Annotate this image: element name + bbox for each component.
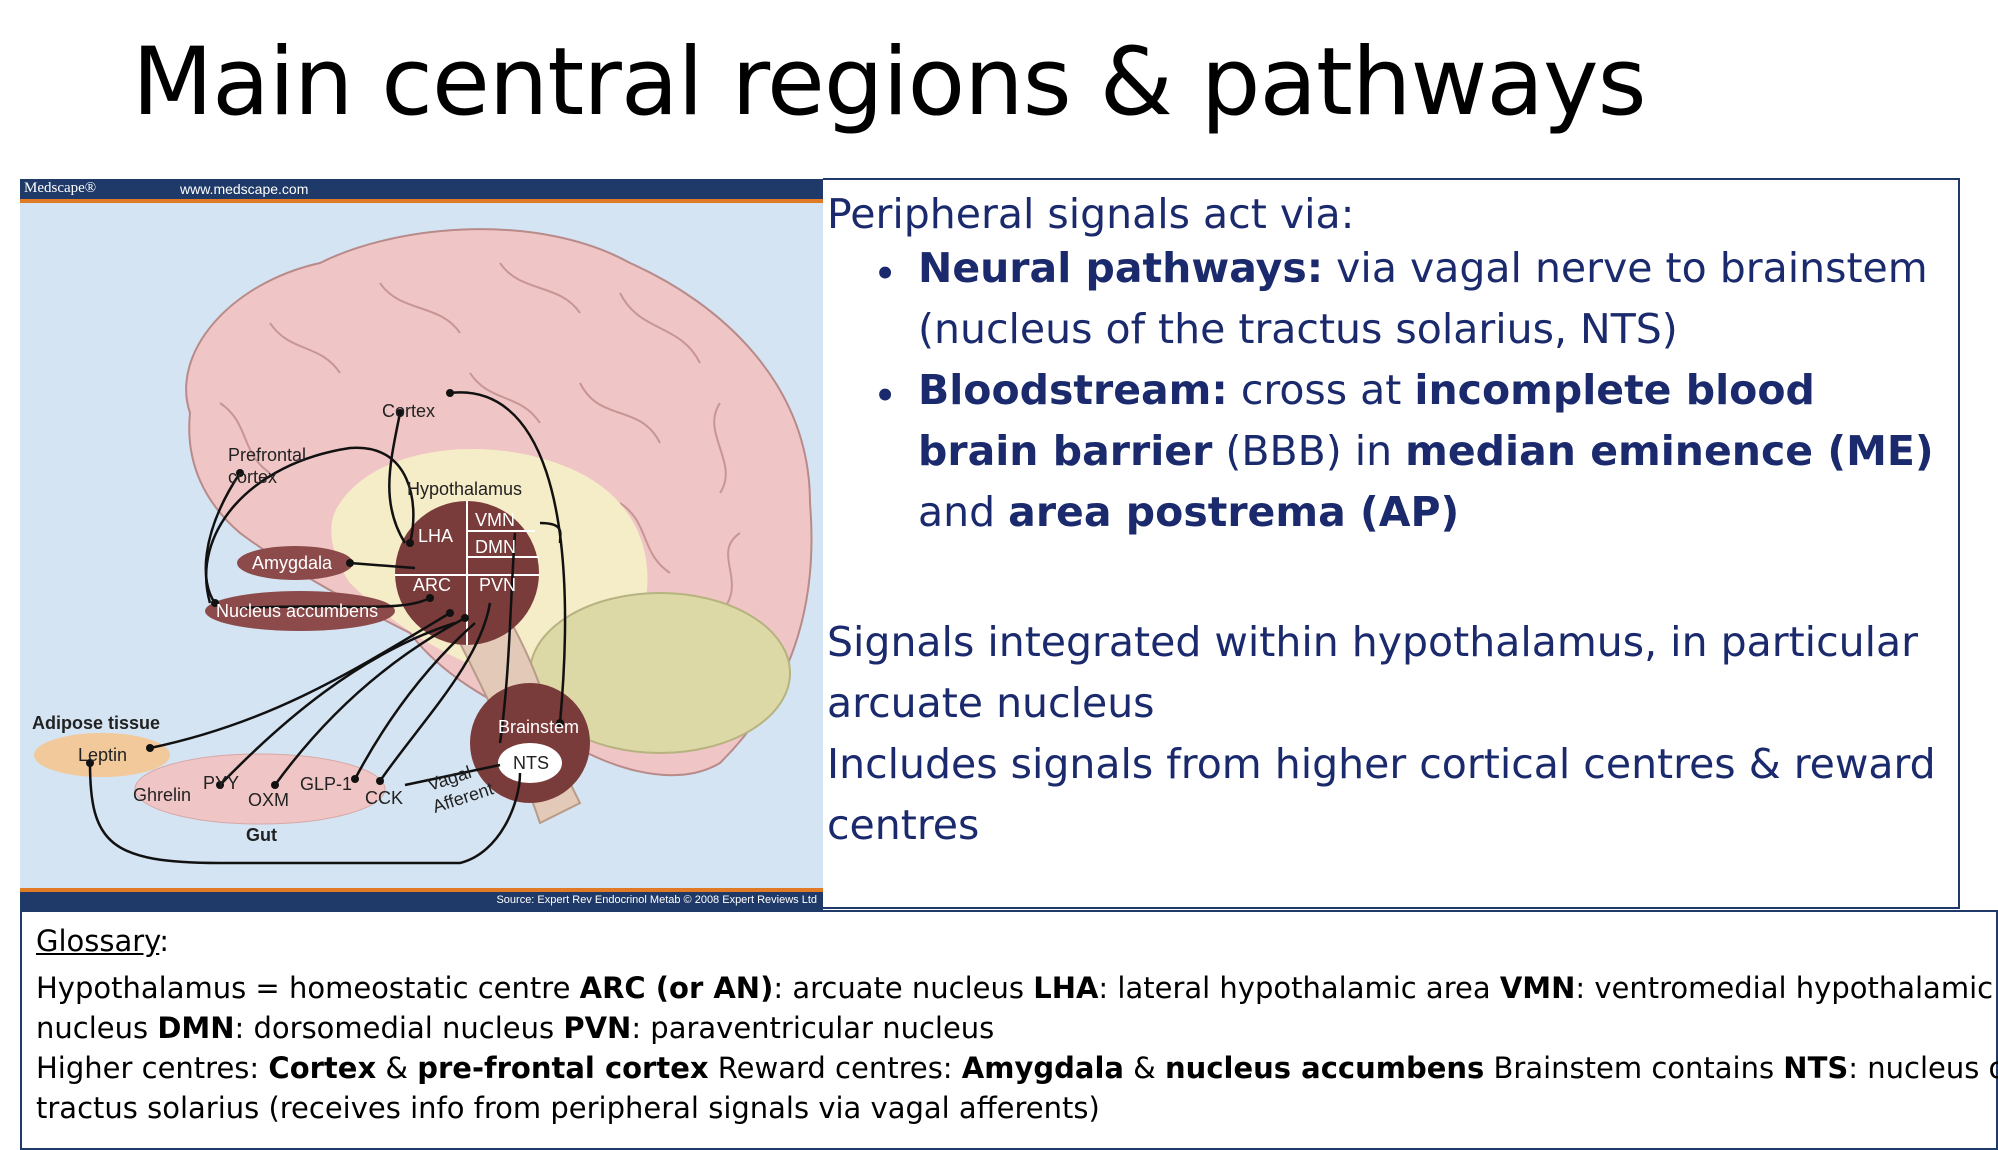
label-adipose: Adipose tissue: [32, 713, 160, 733]
label-vmn: VMN: [475, 510, 515, 530]
brain-diagram-figure: Medscape® www.medscape.com: [20, 179, 823, 910]
glossary-heading-text: Glossary: [36, 924, 160, 958]
medscape-logo: Medscape®: [24, 180, 97, 196]
figure-footer-bar: Source: Expert Rev Endocrinol Metab © 20…: [20, 892, 823, 910]
glossary-line-3: Higher centres: Cortex & pre-frontal cor…: [36, 1051, 1998, 1085]
g-term-cortex: Cortex: [268, 1051, 377, 1085]
gut-shape: [134, 753, 386, 825]
g-text: Reward centres:: [708, 1051, 962, 1085]
amygdala-shape: [237, 546, 353, 580]
higher-centres-line-1: Includes signals from higher cortical ce…: [827, 740, 1936, 788]
g-text: &: [1123, 1051, 1166, 1085]
leptin-shape: [34, 733, 170, 777]
glossary-heading: Glossary:: [36, 924, 169, 958]
nucleus-accumbens-shape: [205, 591, 395, 631]
label-prefrontal-2: cortex: [228, 467, 277, 487]
bullet-blood-bold2: incomplete blood brain barrier: [918, 366, 1815, 475]
intro-text: Peripheral signals act via:: [827, 190, 1355, 238]
label-leptin: Leptin: [78, 745, 127, 765]
g-text: : lateral hypothalamic area: [1098, 971, 1500, 1005]
label-ghrelin: Ghrelin: [133, 785, 191, 805]
label-pyy: PYY: [203, 773, 239, 793]
label-amygdala: Amygdala: [252, 553, 333, 573]
g-text: Brainstem contains: [1484, 1051, 1784, 1085]
label-brainstem: Brainstem: [498, 717, 579, 737]
glossary-line-1: Hypothalamus = homeostatic centre ARC (o…: [36, 971, 1993, 1005]
bullet-neural-text: via vagal nerve to brainstem (nucleus of…: [918, 244, 1928, 353]
bullet-blood-t3: and: [918, 488, 1009, 536]
label-lha: LHA: [418, 526, 453, 546]
g-text: &: [376, 1051, 418, 1085]
figure-header-stripe: [20, 199, 823, 203]
g-text: : nucleus of the: [1848, 1051, 1998, 1085]
higher-centres-line-2: centres: [827, 801, 980, 849]
g-term-nts: NTS: [1783, 1051, 1849, 1085]
label-gut: Gut: [246, 825, 277, 845]
figure-footer-stripe: [20, 888, 823, 892]
g-term-dmn: DMN: [157, 1011, 235, 1045]
label-nts: NTS: [513, 753, 549, 773]
glossary-box: Glossary: Hypothalamus = homeostatic cen…: [20, 910, 1998, 1150]
g-text: : arcuate nucleus: [773, 971, 1034, 1005]
g-text: nucleus: [36, 1011, 158, 1045]
explanation-box: Peripheral signals act via: • Neural pat…: [823, 178, 1960, 909]
bullet-dot: •: [873, 372, 898, 420]
glossary-line-2: nucleus DMN: dorsomedial nucleus PVN: pa…: [36, 1011, 994, 1045]
integration-line-1: Signals integrated within hypothalamus, …: [827, 618, 1918, 666]
glossary-colon: :: [159, 924, 170, 958]
label-arc: ARC: [413, 575, 451, 595]
g-text: : paraventricular nucleus: [631, 1011, 995, 1045]
slide-title: Main central regions & pathways: [132, 28, 1647, 137]
nts-shape: [498, 743, 562, 783]
bullet-neural: Neural pathways: via vagal nerve to brai…: [918, 238, 1948, 360]
g-term-amygdala: Amygdala: [961, 1051, 1124, 1085]
integration-line-2: arcuate nucleus: [827, 679, 1155, 727]
g-text: Higher centres:: [36, 1051, 269, 1085]
g-text: : ventromedial hypothalamic: [1575, 971, 1994, 1005]
label-dmn: DMN: [475, 537, 516, 557]
label-cortex: Cortex: [382, 401, 435, 421]
g-term-arc: ARC (or AN): [579, 971, 774, 1005]
label-hypothalamus: Hypothalamus: [407, 479, 522, 499]
g-text: : dorsomedial nucleus: [234, 1011, 564, 1045]
label-nucleus-accumbens: Nucleus accumbens: [216, 601, 378, 621]
g-term-prefrontal: pre-frontal cortex: [417, 1051, 709, 1085]
brain-pathway-diagram: Cortex Prefrontal cortex Hypothalamus Br…: [32, 228, 813, 865]
label-pvn: PVN: [479, 575, 516, 595]
label-cck: CCK: [365, 788, 403, 808]
label-prefrontal-1: Prefrontal: [228, 445, 306, 465]
bullet-blood-t2: (BBB) in: [1212, 427, 1406, 475]
g-term-pvn: PVN: [563, 1011, 632, 1045]
bullet-blood-bold3: median eminence (ME): [1405, 427, 1934, 475]
g-term-lha: LHA: [1033, 971, 1099, 1005]
g-term-vmn: VMN: [1499, 971, 1576, 1005]
bullet-blood-t1: cross at: [1227, 366, 1415, 414]
figure-source: Source: Expert Rev Endocrinol Metab © 20…: [496, 894, 817, 906]
label-glp1: GLP-1: [300, 774, 352, 794]
bullet-blood-bold1: Bloodstream:: [918, 366, 1228, 414]
figure-url: www.medscape.com: [180, 181, 309, 197]
bullet-dot: •: [873, 250, 898, 298]
bullet-bloodstream: Bloodstream: cross at incomplete blood b…: [918, 360, 1948, 543]
figure-header-bar: Medscape® www.medscape.com: [20, 179, 823, 199]
glossary-line-4: tractus solarius (receives info from per…: [36, 1091, 1100, 1125]
bullet-blood-bold4: area postrema (AP): [1008, 488, 1460, 536]
g-term-accumbens: nucleus accumbens: [1165, 1051, 1485, 1085]
label-oxm: OXM: [248, 790, 289, 810]
g-text: Hypothalamus = homeostatic centre: [36, 971, 580, 1005]
bullet-neural-bold: Neural pathways:: [918, 244, 1324, 292]
